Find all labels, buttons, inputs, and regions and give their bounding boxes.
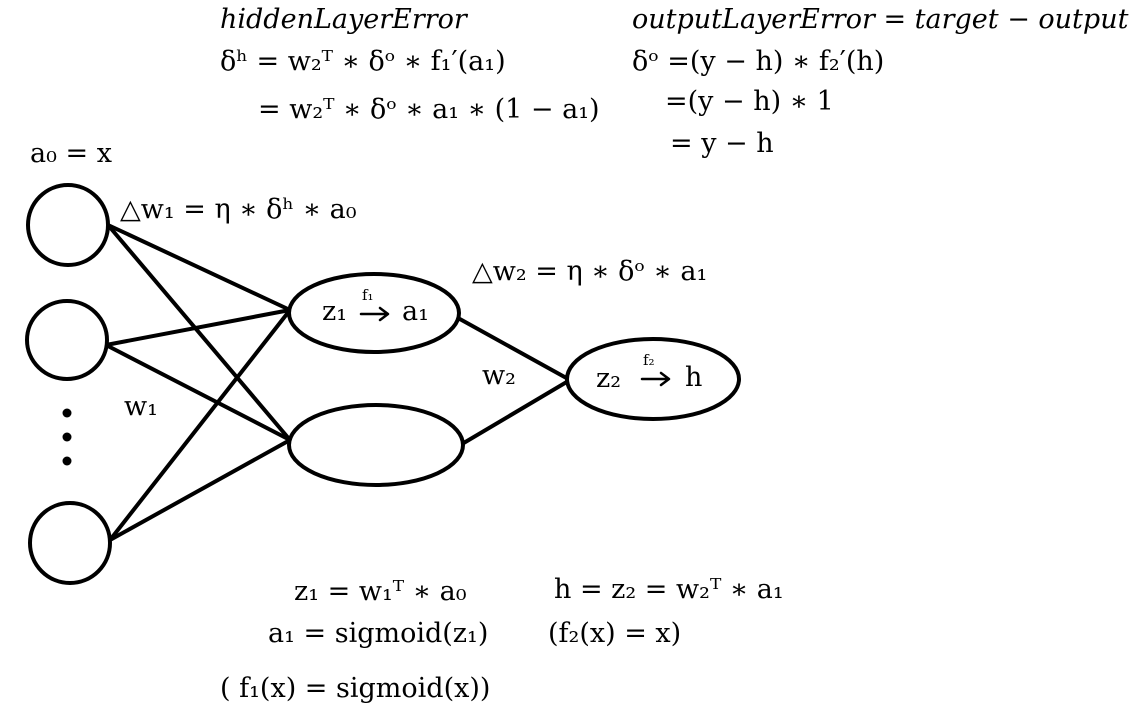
input-node-1 [26,183,110,267]
a1-formula: a₁ = sigmoid(z₁) [268,618,489,649]
w1-label: w₁ [124,391,158,422]
w2-label: w₂ [482,360,516,391]
edge-in2-h1 [104,308,292,347]
z1-formula: z₁ = w₁ᵀ ∗ a₀ [294,576,467,607]
output-node-z2: z₂ [596,363,622,394]
output-error-line3: = y − h [670,128,774,159]
hidden-error-line1: δʰ = w₂ᵀ ∗ δᵒ ∗ f₁′(a₁) [220,46,506,77]
input-node-3 [28,501,112,585]
output-error-line2: =(y − h) ∗ 1 [665,86,834,117]
input-node-2 [25,299,109,381]
right-arrow-icon [359,306,390,322]
input-label: a₀ = x [30,138,112,169]
output-node-f2: f₂ [643,351,655,369]
ellipsis-dot [62,456,72,466]
output-error-line1: δᵒ =(y − h) ∗ f₂′(h) [632,46,885,77]
hidden-node-z1: z₁ [322,296,348,327]
hidden-node-f1: f₁ [362,286,374,304]
edge-h2-out [460,378,572,446]
delta-w2-formula: △w₂ = η ∗ δᵒ ∗ a₁ [472,256,708,287]
f1-formula: ( f₁(x) = sigmoid(x)) [220,673,491,704]
hidden-node-2 [287,403,465,487]
edge-in3-h2 [108,438,292,542]
h-formula: h = z₂ = w₂ᵀ ∗ a₁ [554,574,784,605]
f2-formula: (f₂(x) = x) [548,618,682,649]
edge-in1-h1 [106,223,292,312]
hidden-error-title: hiddenLayerError [220,4,467,35]
ellipsis-dot [62,432,72,442]
edge-in2-h2 [104,343,292,442]
output-node-h: h [685,362,703,393]
ellipsis-dot [62,408,72,418]
hidden-node-a1: a₁ [402,296,429,327]
right-arrow-icon [640,371,671,387]
edge-in3-h1 [108,308,292,542]
edge-in1-h2 [106,223,292,442]
output-error-title: outputLayerError = target − output [632,4,1129,35]
edge-h1-out [456,316,572,382]
hidden-error-line2: = w₂ᵀ ∗ δᵒ ∗ a₁ ∗ (1 − a₁) [258,94,600,125]
delta-w1-formula: △w₁ = η ∗ δʰ ∗ a₀ [120,194,357,225]
